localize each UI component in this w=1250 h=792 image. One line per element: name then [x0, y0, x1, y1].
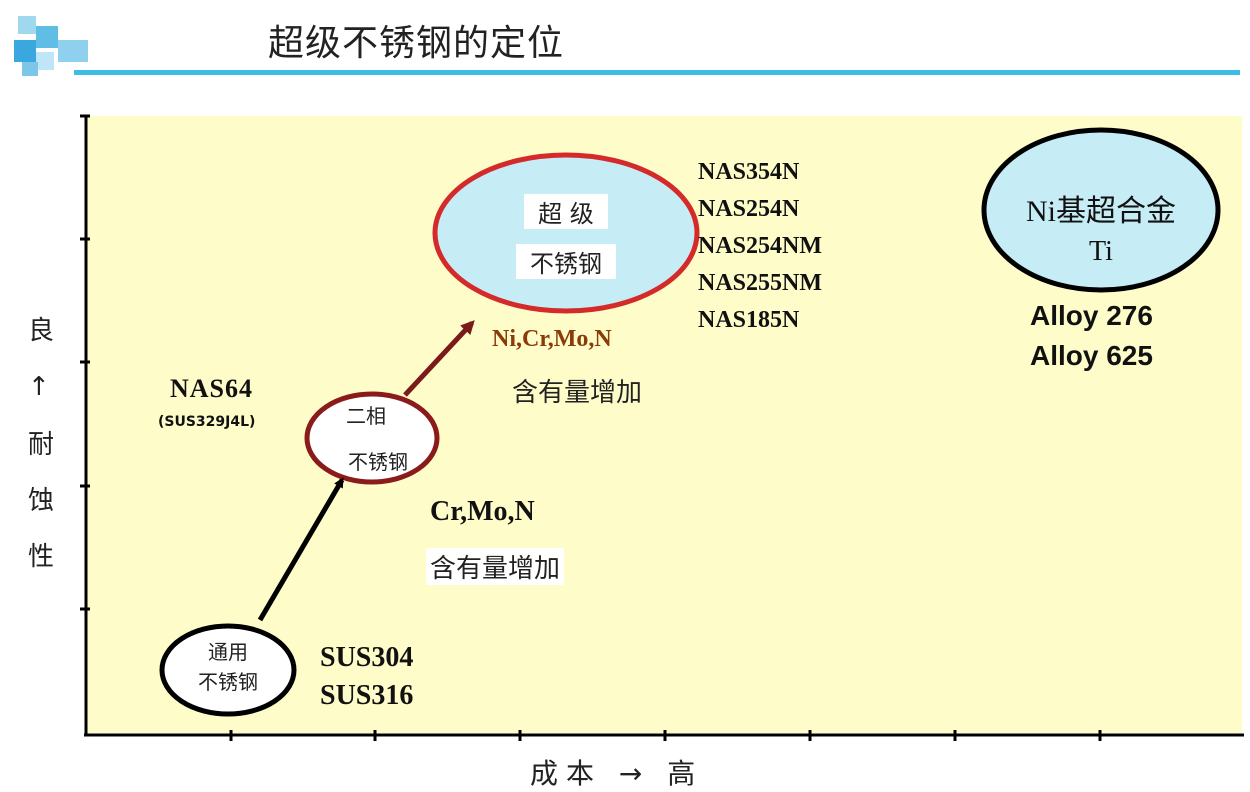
general-steel-ellipse	[159, 623, 297, 717]
super-steel-line1: 超 级	[524, 194, 608, 229]
grade-nas254n: NAS254N	[698, 196, 800, 222]
super-steel-line2: 不锈钢	[516, 244, 616, 279]
duplex-elements: Cr,Mo,N	[430, 496, 535, 527]
grade-alloy-276: Alloy 276	[1030, 300, 1153, 331]
general-grades: SUS304 SUS316	[320, 642, 413, 712]
duplex-grade-note: (SUS329J4L)	[158, 414, 256, 430]
duplex-steel-line1: 二相	[346, 404, 386, 428]
super-elements: Ni,Cr,Mo,N	[492, 326, 612, 352]
x-axis-label: 成本 → 高	[530, 757, 704, 790]
grade-sus304: SUS304	[320, 642, 414, 673]
grade-sus316: SUS316	[320, 680, 414, 711]
nickel-grades: Alloy 276 Alloy 625	[1030, 296, 1153, 376]
duplex-grade: NAS64	[170, 374, 254, 403]
grade-nas185n: NAS185N	[698, 307, 800, 333]
y-label-arrow: ↑	[28, 372, 50, 402]
super-increase: 含有量增加	[512, 378, 643, 408]
super-steel-ellipse	[432, 152, 700, 314]
duplex-increase: 含有量增加	[426, 548, 565, 585]
page-title: 超级不锈钢的定位	[268, 23, 565, 64]
y-label-char-3: 蚀	[28, 486, 55, 516]
title-rule	[74, 70, 1240, 75]
nickel-alloy-ellipse	[981, 127, 1221, 293]
y-label-char-2: 耐	[28, 430, 55, 460]
nickel-line1: Ni基超合金	[1026, 195, 1176, 228]
grade-nas254nm: NAS254NM	[698, 233, 822, 259]
super-grades: NAS354N NAS254N NAS254NM NAS255NM NAS185…	[698, 154, 822, 339]
super-steel-line2-box: 不锈钢	[498, 244, 634, 279]
duplex-steel-line2: 不锈钢	[348, 450, 408, 474]
general-steel-line1: 通用	[208, 640, 248, 664]
grade-nas354n: NAS354N	[698, 159, 800, 185]
grade-nas255nm: NAS255NM	[698, 270, 822, 296]
y-label-char-1: 良	[28, 316, 55, 346]
super-steel-line1-box: 超 级	[498, 194, 634, 229]
grade-alloy-625: Alloy 625	[1030, 340, 1153, 371]
general-steel-label: 通用 不锈钢	[172, 637, 284, 697]
arrow-to-super	[403, 320, 475, 397]
nickel-line2: Ti	[1089, 236, 1113, 267]
general-steel-line2: 不锈钢	[198, 670, 258, 694]
duplex-steel-ellipse	[304, 391, 440, 485]
y-label-char-4: 性	[28, 542, 55, 572]
arrow-to-duplex	[257, 477, 345, 622]
